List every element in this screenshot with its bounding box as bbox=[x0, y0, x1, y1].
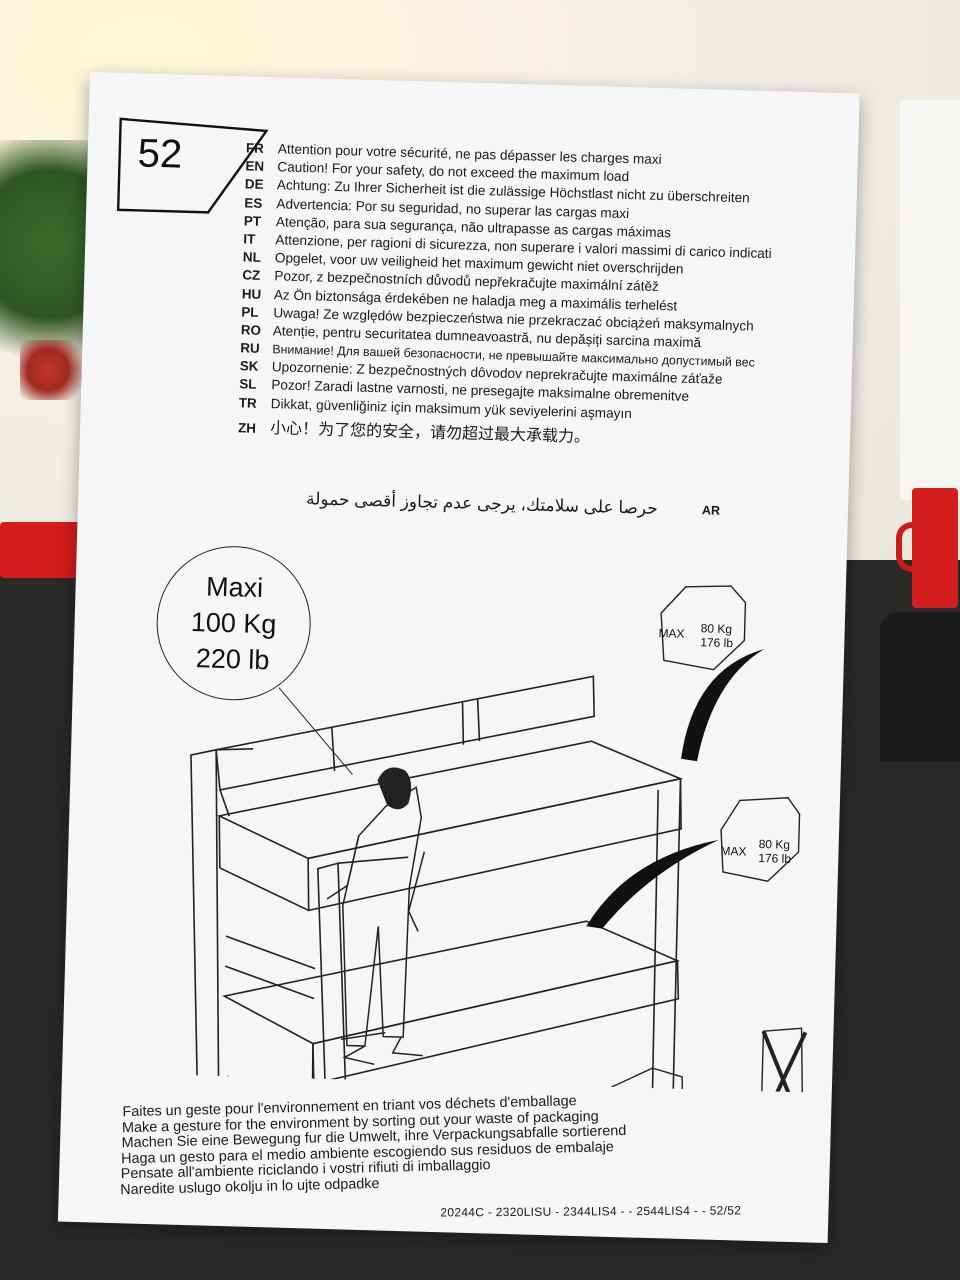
upper-lb-label: 176 lb bbox=[700, 635, 734, 651]
language-code: EN bbox=[245, 158, 265, 175]
arabic-language-code: AR bbox=[701, 503, 721, 518]
lower-lb-label: 176 lb bbox=[758, 850, 792, 866]
language-code: SK bbox=[239, 358, 259, 375]
maxi-kg: 100 Kg bbox=[190, 607, 277, 640]
flowers bbox=[20, 340, 90, 400]
arabic-warning-text: حرصا على سلامتك، يرجى عدم تجاوز أقصى حمو… bbox=[305, 489, 659, 519]
language-code: PT bbox=[243, 213, 262, 229]
recycling-footer: Faites un geste pour l'environnement en … bbox=[119, 1083, 821, 1198]
language-code: DE bbox=[244, 176, 264, 193]
language-code: SL bbox=[239, 376, 257, 393]
language-code: CZ bbox=[242, 267, 261, 284]
language-code: FR bbox=[245, 140, 265, 156]
page-number-frame bbox=[116, 117, 269, 214]
language-code: NL bbox=[242, 249, 261, 265]
mug-handle bbox=[896, 522, 924, 572]
language-code: ES bbox=[244, 194, 263, 211]
language-code: ZH bbox=[237, 420, 257, 436]
language-code: RU bbox=[240, 340, 260, 356]
upper-max-label: MAX bbox=[658, 626, 685, 641]
language-code: TR bbox=[238, 394, 257, 411]
maxi-lb: 220 lb bbox=[195, 643, 270, 676]
red-mug bbox=[912, 488, 958, 608]
page-number: 52 bbox=[137, 131, 183, 177]
bunk-bed-illustration bbox=[190, 585, 808, 1094]
upper-kg-label: 80 Kg bbox=[700, 621, 733, 637]
lower-kg-label: 80 Kg bbox=[758, 836, 791, 852]
window bbox=[900, 100, 960, 500]
language-code: IT bbox=[243, 231, 256, 247]
lower-max-label: MAX bbox=[720, 843, 747, 859]
language-code: HU bbox=[241, 285, 262, 302]
reference-codes: 20244C - 2320LISU - 2344LIS4 - - 2544LIS… bbox=[440, 1203, 742, 1220]
language-code: RO bbox=[240, 322, 262, 338]
maxi-label: Maxi bbox=[205, 571, 264, 604]
chair bbox=[880, 612, 960, 762]
language-code: PL bbox=[241, 304, 259, 320]
